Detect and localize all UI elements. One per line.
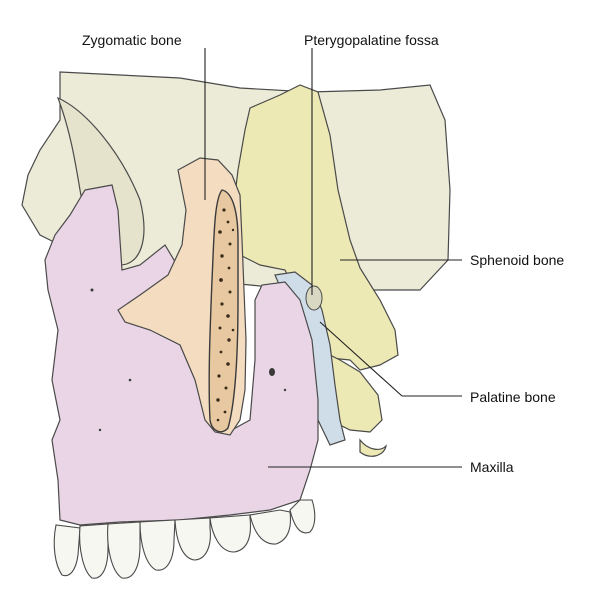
teeth bbox=[53, 499, 316, 579]
label-palatine-bone: Palatine bone bbox=[470, 389, 556, 405]
label-zygomatic-bone: Zygomatic bone bbox=[82, 32, 182, 48]
label-sphenoid-bone: Sphenoid bone bbox=[470, 252, 565, 268]
maxilla-foramina bbox=[90, 288, 287, 432]
label-pterygopalatine-fossa: Pterygopalatine fossa bbox=[304, 32, 439, 48]
zygomatic-cut-surface bbox=[208, 189, 239, 433]
hamulus bbox=[359, 438, 387, 457]
label-maxilla: Maxilla bbox=[470, 459, 514, 475]
leader-lines bbox=[204, 48, 462, 468]
fossa-foramen bbox=[305, 285, 323, 311]
cancellous-texture bbox=[216, 208, 235, 422]
leader-palatine-a bbox=[319, 321, 403, 397]
